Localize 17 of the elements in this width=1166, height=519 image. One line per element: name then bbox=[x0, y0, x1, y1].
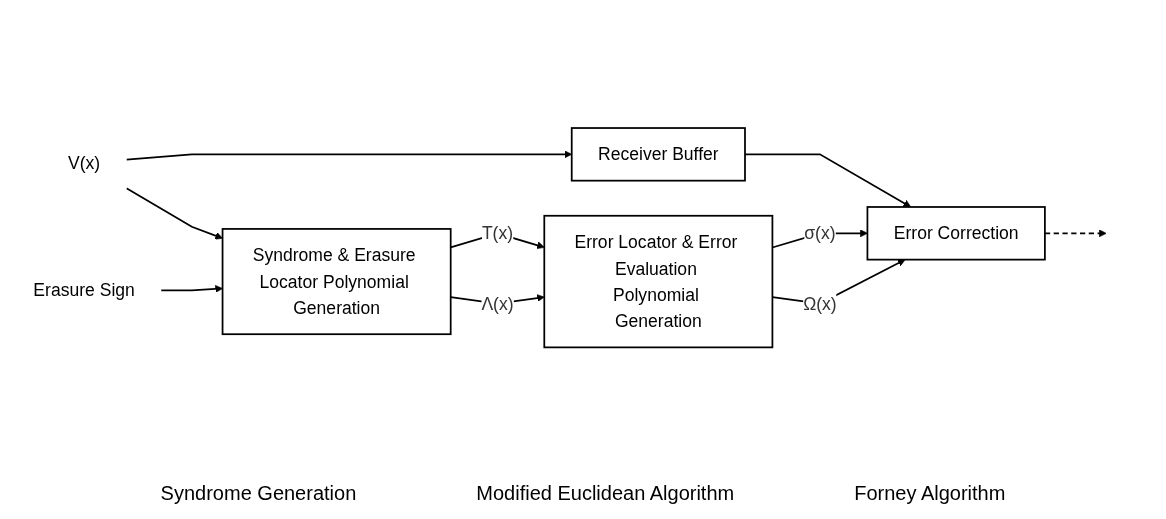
arrow bbox=[160, 285, 223, 294]
node-box: Error Correction bbox=[866, 206, 1046, 261]
node-text: Erasure Sign bbox=[33, 280, 135, 301]
edge-label: σ(x) bbox=[804, 223, 836, 244]
node-box: Syndrome & Erasure Locator Polynomial Generation bbox=[221, 228, 452, 336]
edge-label: Λ(x) bbox=[481, 294, 514, 314]
arrow bbox=[125, 187, 223, 240]
stage-caption: Syndrome Generation bbox=[160, 482, 357, 505]
edge-label: T(x) bbox=[481, 223, 514, 244]
stage-caption: Modified Euclidean Algorithm bbox=[476, 482, 735, 505]
node-box: Receiver Buffer bbox=[570, 127, 746, 182]
edge-label: Ω(x) bbox=[803, 294, 837, 314]
node-box: Error Locator & Error Evaluation Polynomial Generation bbox=[543, 215, 774, 349]
arrow bbox=[1044, 229, 1107, 238]
arrow bbox=[744, 153, 912, 208]
stage-caption: Forney Algorithm bbox=[854, 482, 1006, 505]
node-text: V(x) bbox=[68, 153, 101, 174]
